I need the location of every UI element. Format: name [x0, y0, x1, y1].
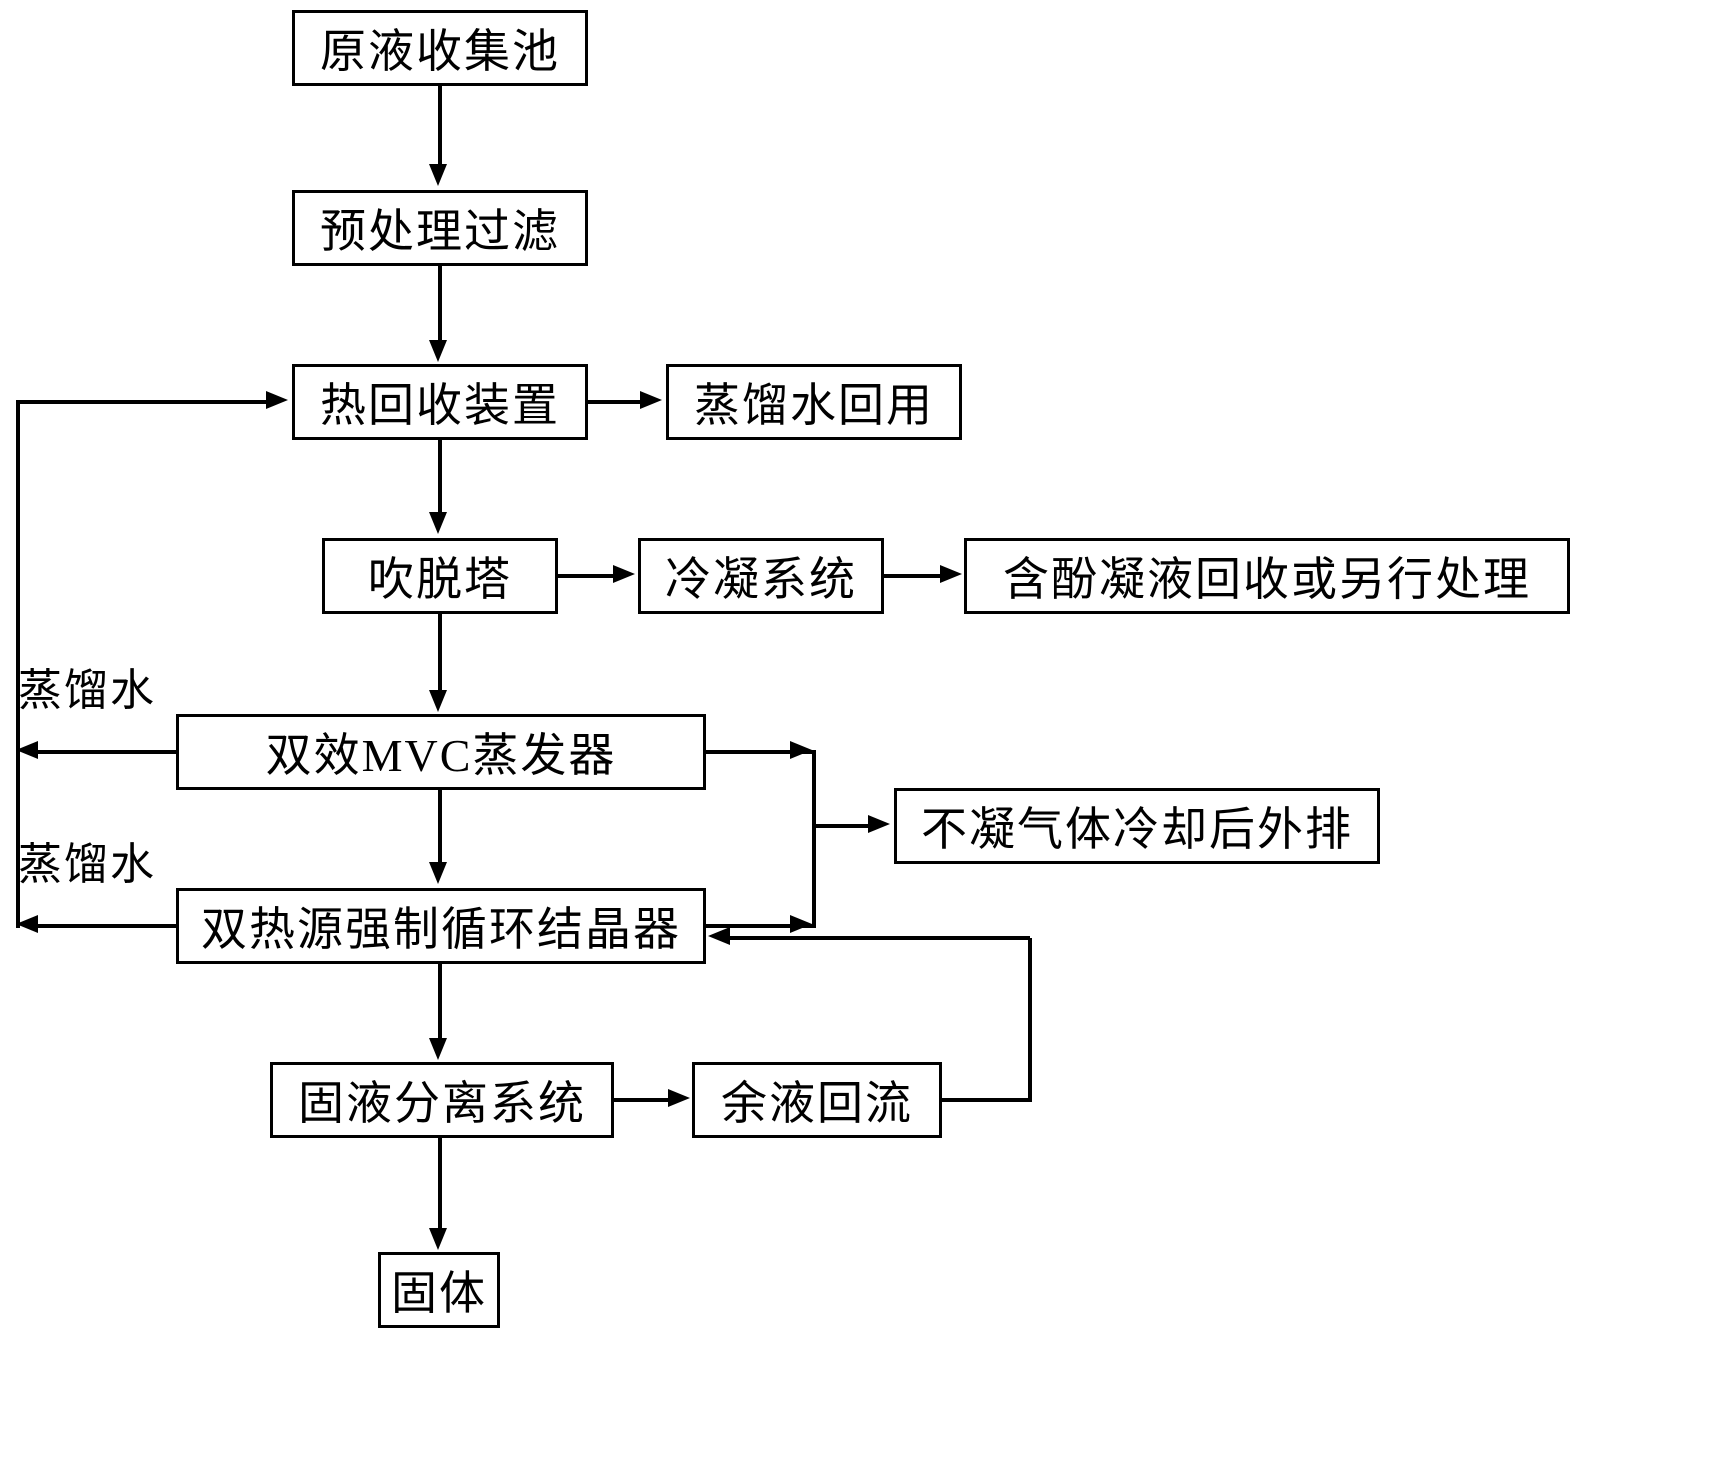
arrowhead-separation-to-residual — [668, 1089, 690, 1107]
node-phenolic-condensate: 含酚凝液回收或另行处理 — [964, 538, 1570, 614]
edge-left-recycle-trunk — [16, 400, 20, 928]
node-heat-recovery-unit: 热回收装置 — [292, 364, 588, 440]
node-solid-output: 固体 — [378, 1252, 500, 1328]
node-solid-liquid-separation: 固液分离系统 — [270, 1062, 614, 1138]
arrowhead-crystallizer-distilled-left — [16, 915, 38, 933]
arrowhead-condensation-to-phenolic — [940, 565, 962, 583]
node-pretreatment-filter: 预处理过滤 — [292, 190, 588, 266]
edge-crystallizer-distilled-horizontal — [38, 924, 178, 928]
node-noncondensable-gas: 不凝气体冷却后外排 — [894, 788, 1380, 864]
arrowhead-left-recycle-into-heatrecovery — [266, 391, 288, 409]
arrowhead-mvc-distilled-left — [16, 741, 38, 759]
edge-pool-to-filter — [438, 86, 442, 168]
edge-separation-to-solid — [438, 1138, 442, 1230]
edge-label-distilled-water-top: 蒸馏水 — [18, 666, 156, 715]
edge-gas-trunk-vertical — [812, 750, 816, 926]
edge-crystallizer-to-gas-horizontal — [706, 924, 816, 928]
edge-gas-into-box — [812, 824, 870, 828]
edge-residual-return-top — [942, 1098, 1032, 1102]
arrowhead-crystallizer-to-separation — [429, 1038, 447, 1060]
arrowhead-mvc-to-crystallizer — [429, 862, 447, 884]
arrowhead-residual-into-crystallizer — [708, 927, 730, 945]
arrowhead-strippingtower-to-mvc — [429, 690, 447, 712]
edge-heatrecovery-to-strippingtower — [438, 440, 442, 514]
edge-mvc-to-crystallizer — [438, 790, 442, 864]
edge-residual-return-into-crystallizer — [730, 936, 1030, 940]
node-raw-liquid-pool: 原液收集池 — [292, 10, 588, 86]
node-crystallizer: 双热源强制循环结晶器 — [176, 888, 706, 964]
arrowhead-gas-into-box — [868, 815, 890, 833]
arrowhead-filter-to-heatrecovery — [429, 340, 447, 362]
node-stripping-tower: 吹脱塔 — [322, 538, 558, 614]
arrowhead-strippingtower-to-condensation — [613, 565, 635, 583]
arrowhead-pool-to-filter — [429, 164, 447, 186]
node-mvc-evaporator: 双效MVC蒸发器 — [176, 714, 706, 790]
edge-strippingtower-to-condensation — [558, 574, 616, 578]
edge-left-recycle-into-heatrecovery — [16, 400, 268, 404]
edge-mvc-distilled-horizontal — [38, 750, 178, 754]
node-residual-liquid-return: 余液回流 — [692, 1062, 942, 1138]
edge-filter-to-heatrecovery — [438, 266, 442, 342]
edge-heatrecovery-to-distilledreuse — [588, 400, 642, 404]
arrowhead-separation-to-solid — [429, 1228, 447, 1250]
node-condensation-system: 冷凝系统 — [638, 538, 884, 614]
edge-mvc-to-gas-horizontal — [706, 750, 816, 754]
edge-crystallizer-to-separation — [438, 964, 442, 1040]
node-distilled-water-reuse: 蒸馏水回用 — [666, 364, 962, 440]
edge-separation-to-residual — [614, 1098, 670, 1102]
edge-label-distilled-water-bottom: 蒸馏水 — [18, 840, 156, 889]
arrowhead-heatrecovery-to-distilledreuse — [640, 391, 662, 409]
edge-strippingtower-to-mvc — [438, 614, 442, 692]
edge-condensation-to-phenolic — [884, 574, 942, 578]
arrowhead-crystallizer-to-gas-corner — [790, 915, 812, 933]
arrowhead-heatrecovery-to-strippingtower — [429, 512, 447, 534]
arrowhead-mvc-to-gas-corner — [790, 741, 812, 759]
edge-residual-return-vertical — [1028, 938, 1032, 1102]
